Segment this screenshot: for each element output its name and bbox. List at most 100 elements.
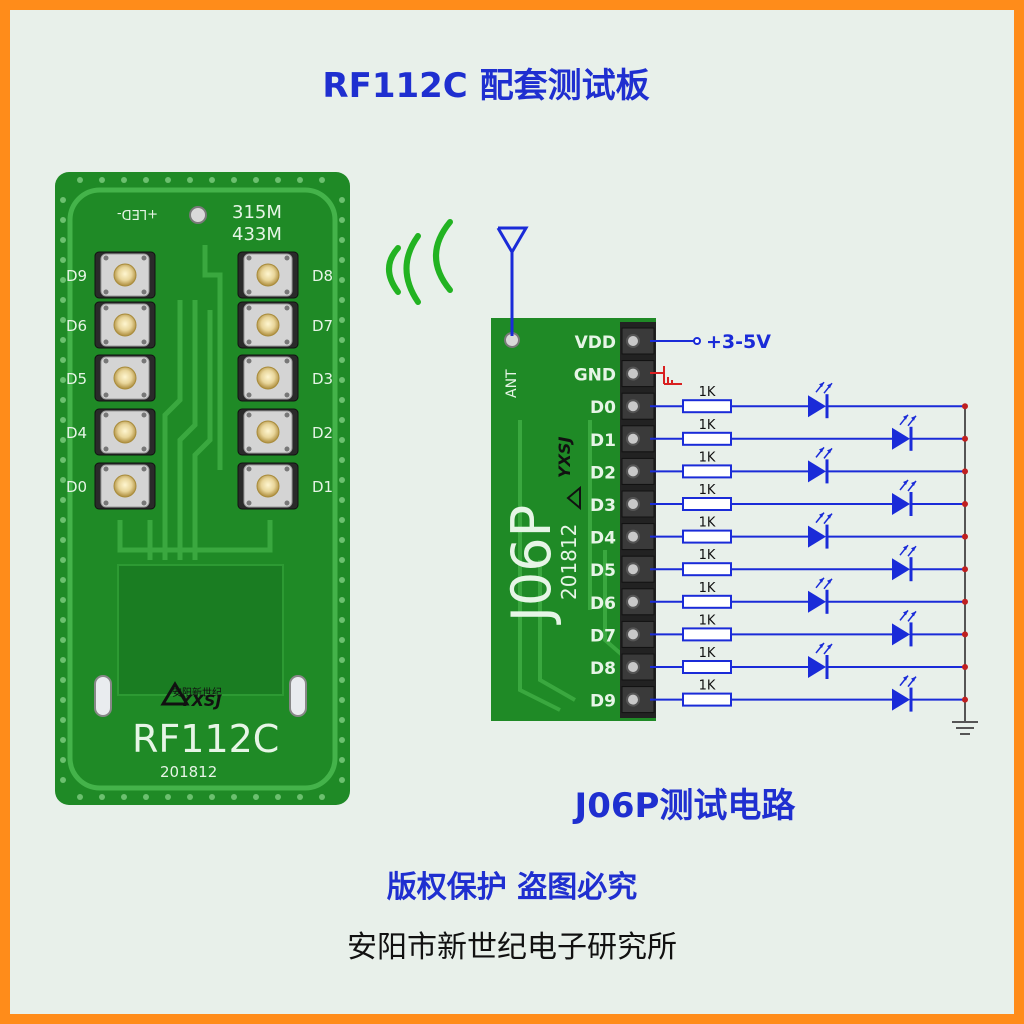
via [60,297,66,303]
antenna-area [117,564,284,696]
resistor-icon [682,660,732,674]
via [60,257,66,263]
via [231,794,237,800]
pin-pad [626,464,640,479]
via [339,317,345,323]
resistor-label: 1K [699,646,716,661]
led-icon [808,642,833,679]
tx-brand-cn: 安阳新世纪 [172,686,222,699]
push-button-right-0[interactable] [237,251,299,299]
resistor-label: 1K [699,483,716,498]
resistor-icon [682,529,732,544]
pin-pad [626,431,640,446]
resistor-label: 1K [699,418,716,433]
via [187,794,193,800]
push-button-left-4[interactable] [94,462,156,510]
button-label: D8 [312,267,333,285]
button-label: D2 [312,424,333,442]
via [60,737,66,743]
via [339,577,345,583]
push-button-left-2[interactable] [94,354,156,402]
resistor-icon [682,464,732,479]
led-icon [892,609,917,647]
pin-pad [626,562,640,577]
via [60,417,66,423]
via [209,177,215,183]
led-label: +LED- [117,206,158,221]
via [339,237,345,243]
button-label: D6 [66,317,87,335]
mount-slot-right [289,675,307,717]
via [339,597,345,603]
via [297,177,303,183]
via [121,177,127,183]
led-icon [808,381,833,419]
via [60,497,66,503]
signal-waves-icon [386,219,453,305]
via [60,277,66,283]
led-pad [189,206,207,224]
via [60,517,66,523]
via [99,177,105,183]
earth-ground-icon [952,721,978,735]
via [339,477,345,483]
receiver-traces [518,420,630,712]
push-button-right-3[interactable] [237,408,299,456]
led-icon [892,675,917,712]
push-button-right-4[interactable] [237,462,299,510]
via [60,457,66,463]
via [231,177,237,183]
via [339,717,345,723]
resistor-label: 1K [699,581,716,596]
pcb-vias [60,177,345,800]
via [60,577,66,583]
led-icon [808,512,833,549]
pin-label-d5: D5 [590,561,616,581]
via [339,277,345,283]
via [339,417,345,423]
resistor-icon [682,399,732,414]
pin-pad [626,399,640,414]
antenna-icon [496,226,529,336]
resistor-icon [682,594,732,609]
tx-date-label: 201812 [160,763,217,781]
pin-label-d7: D7 [590,626,616,646]
receiver-board: ANT J06P 201812 YXSJ VDDGNDD0D1D2D3D4D5D… [491,318,656,721]
pin-label-gnd: GND [574,366,616,386]
led-icon [892,479,917,516]
button-label: D3 [312,370,333,388]
rx-brand-logo-icon [566,485,581,511]
via [60,557,66,563]
via [339,757,345,763]
via [121,794,127,800]
via [339,297,345,303]
gnd-icon [650,366,682,385]
push-button-left-0[interactable] [94,251,156,299]
via [60,357,66,363]
via [253,794,259,800]
via [60,637,66,643]
schematic-row-d0: 1K [650,381,968,419]
via [339,537,345,543]
via [60,757,66,763]
via [60,717,66,723]
pin-label-d3: D3 [590,496,616,516]
via [339,617,345,623]
led-icon [892,544,917,582]
via [60,217,66,223]
push-button-right-1[interactable] [237,301,299,349]
pin-label-d8: D8 [590,659,616,679]
via [77,794,83,800]
schematic-row-d4: 1K [650,512,968,549]
pin-pad [626,529,640,544]
via [339,397,345,403]
push-button-left-1[interactable] [94,301,156,349]
push-button-left-3[interactable] [94,408,156,456]
via [60,337,66,343]
via [339,377,345,383]
via [339,197,345,203]
push-button-right-2[interactable] [237,354,299,402]
via [60,677,66,683]
via [297,794,303,800]
